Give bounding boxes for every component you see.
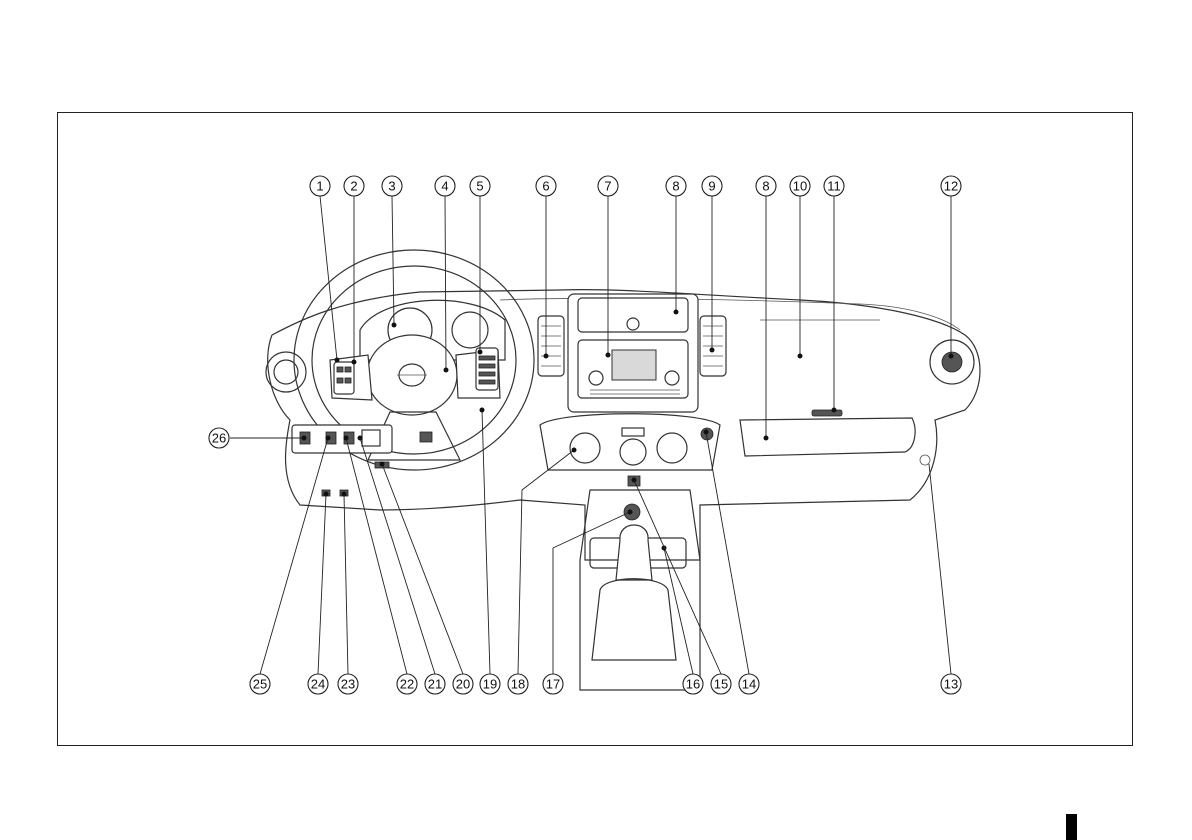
svg-text:6: 6 [542,179,549,194]
svg-text:20: 20 [456,677,470,692]
svg-text:23: 23 [341,677,355,692]
svg-text:25: 25 [253,677,267,692]
callout-8b: 8 [756,176,776,196]
gear-shift-knob[interactable] [616,525,652,580]
svg-text:12: 12 [944,179,958,194]
svg-text:8: 8 [762,179,769,194]
svg-text:15: 15 [714,677,728,692]
svg-text:17: 17 [546,677,560,692]
cruise-switch-a[interactable] [479,356,495,360]
svg-text:16: 16 [686,677,700,692]
heater-control-panel [540,414,720,470]
callout-23: 23 [338,674,358,694]
audio-switch-c[interactable] [337,378,343,383]
callout-9: 9 [702,176,722,196]
glove-box-handle[interactable] [812,410,842,416]
callout-13: 13 [941,674,961,694]
audio-display [612,350,656,380]
callout-24: 24 [308,674,328,694]
callout-7: 7 [598,176,618,196]
cruise-switch-b[interactable] [479,364,495,368]
callout-14: 14 [739,674,759,694]
svg-text:3: 3 [388,179,395,194]
svg-text:4: 4 [441,179,448,194]
svg-text:18: 18 [511,677,525,692]
svg-text:11: 11 [827,179,841,194]
callout-16: 16 [683,674,703,694]
callout-11: 11 [824,176,844,196]
callout-12: 12 [941,176,961,196]
svg-text:19: 19 [483,677,497,692]
callout-6: 6 [536,176,556,196]
callout-4: 4 [435,176,455,196]
svg-text:10: 10 [793,179,807,194]
svg-text:2: 2 [350,179,357,194]
svg-text:9: 9 [708,179,715,194]
callout-3: 3 [382,176,402,196]
svg-text:21: 21 [428,677,442,692]
svg-text:24: 24 [311,677,325,692]
callout-22: 22 [397,674,417,694]
audio-switch-b[interactable] [345,367,351,372]
page-edge-marker [1066,814,1077,840]
svg-text:26: 26 [212,431,226,446]
audio-switch-d[interactable] [345,378,351,383]
callout-17: 17 [543,674,563,694]
svg-text:7: 7 [604,179,611,194]
callout-15: 15 [711,674,731,694]
audio-switch-a[interactable] [337,367,343,372]
cruise-switch-d[interactable] [479,380,495,384]
callout-25: 25 [250,674,270,694]
callout-19: 19 [480,674,500,694]
dashboard-illustration [266,250,980,690]
callout-2: 2 [344,176,364,196]
svg-text:1: 1 [316,179,323,194]
gear-shift-boot [592,579,676,660]
cruise-switch-c[interactable] [479,372,495,376]
callout-5: 5 [470,176,490,196]
svg-text:8: 8 [672,179,679,194]
callout-10: 10 [790,176,810,196]
callout-20: 20 [453,674,473,694]
svg-text:14: 14 [742,677,756,692]
svg-text:5: 5 [476,179,483,194]
callout-26: 26 [209,428,229,448]
callout-8a: 8 [666,176,686,196]
callout-1: 1 [310,176,330,196]
callout-18: 18 [508,674,528,694]
callout-21: 21 [425,674,445,694]
svg-text:13: 13 [944,677,958,692]
fuel-lid-opener[interactable] [420,432,432,442]
svg-text:22: 22 [400,677,414,692]
switch-21[interactable] [362,430,380,446]
